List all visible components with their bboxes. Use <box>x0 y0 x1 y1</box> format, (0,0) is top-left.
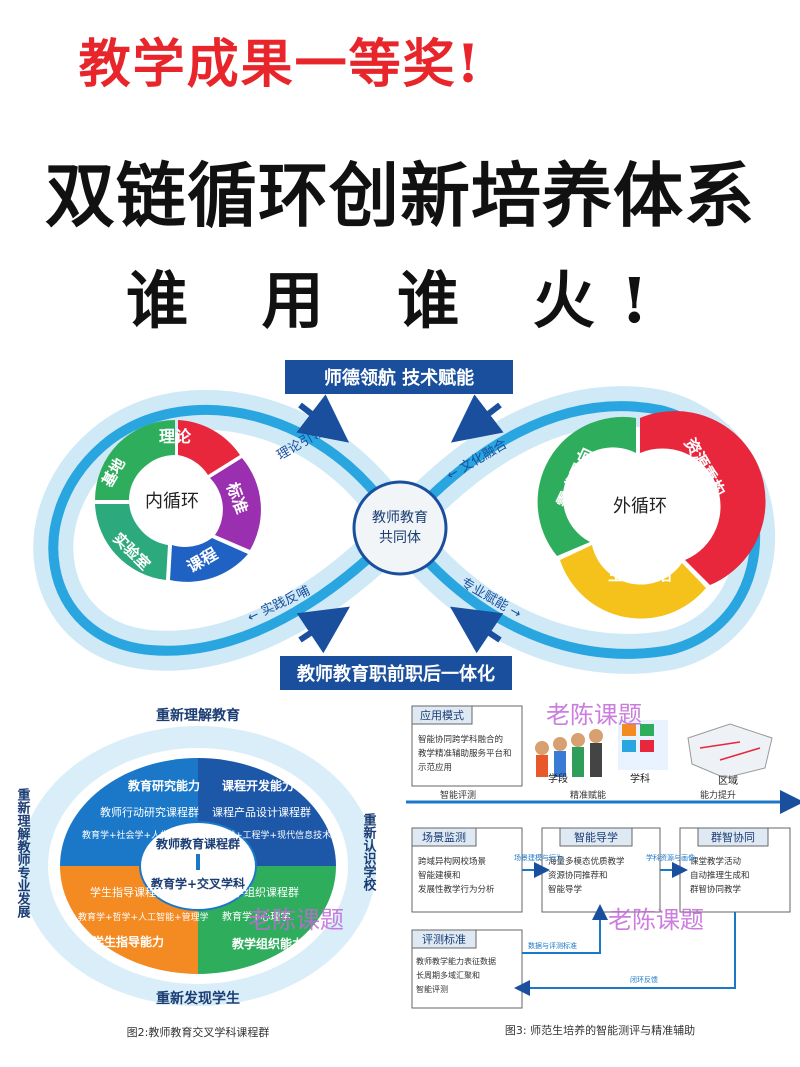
center-circle <box>352 480 448 576</box>
fig3-label-stage: 学段 <box>548 772 568 785</box>
fig2-caption: 图2:教师教育交叉学科课程群 <box>127 1025 270 1039</box>
fig3-label-subject: 学科 <box>630 772 650 785</box>
fig3-box4-line2: 长周期多域汇聚和 <box>416 970 480 980</box>
fig3-arrow-3: 能力提升 <box>700 789 736 801</box>
fig2-ring-right: 重新认识学校 <box>361 812 377 892</box>
outer-cycle-label: 外循环 <box>613 496 667 517</box>
fig2-center-formula: 教育学+交叉学科 <box>150 876 245 891</box>
fig3-label-region: 区域 <box>718 774 738 787</box>
fig2-q2-title: 课程开发能力 <box>222 778 294 793</box>
top-banner <box>285 360 513 394</box>
fig3-box4-line3: 智能评测 <box>416 984 448 994</box>
fig3-box4-line1: 教师教学能力表征数据 <box>416 956 496 966</box>
fig3-app-line2: 教学精准辅助服务平台和 <box>418 748 512 759</box>
page-title: 双链循环创新培养体系 <box>45 155 755 237</box>
figure-3-diagram: 应用模式 智能协同跨学科融合的 教学精准辅助服务平台和 示范应用 学段 学科 区… <box>406 705 800 1037</box>
bottom-banner <box>280 656 512 690</box>
fig3-box1-line2: 智能建模和 <box>418 870 461 881</box>
double-loop-diagram: 师德领航 技术赋能 教师教育职前职后一体化 理论引领 → ← 文化融合 ← 实践… <box>33 360 776 690</box>
fig3-box1-line1: 跨域异构网校场景 <box>418 856 486 867</box>
fig2-q4-title: 教学组织能力 <box>231 936 304 951</box>
fig3-small-3: 数据与评测标准 <box>528 941 577 950</box>
fig2-ring-left: 重新理解教师专业发展 <box>15 787 32 919</box>
fig2-q3-body: 学生指导课程群 <box>90 885 167 899</box>
page-subtitle: 谁 用 谁 火! <box>126 264 674 337</box>
fig3-box3-line2: 自动推理生成和 <box>690 870 750 881</box>
figure-2-diagram: 教师教育课程群 教育学+交叉学科 教育研究能力 教师行动研究课程群 教育学+社会… <box>15 707 377 1039</box>
fig3-caption: 图3: 师范生培养的智能测评与精准辅助 <box>505 1023 695 1037</box>
bottom-banner-text: 教师教育职前职后一体化 <box>297 663 495 685</box>
fig2-q4-body: 教学组织课程群 <box>222 885 299 899</box>
students-illustration <box>535 729 603 777</box>
subjects-illustration <box>618 720 668 770</box>
fig3-app-line1: 智能协同跨学科融合的 <box>418 734 503 745</box>
fig2-q1-title: 教育研究能力 <box>127 778 200 793</box>
fig2-q3-sub: 教育学+哲学+人工智能+管理学 <box>78 911 209 923</box>
center-text-2: 共同体 <box>379 530 421 546</box>
top-banner-text: 师德领航 技术赋能 <box>324 367 474 389</box>
fig3-box3-title: 群智协同 <box>711 830 755 844</box>
fig3-app-line3: 示范应用 <box>418 762 452 773</box>
inner-cycle-label: 内循环 <box>145 491 199 512</box>
fig3-box2-line1: 海量多模态优质教学 <box>548 856 625 867</box>
fig3-box1-title: 场景监测 <box>422 830 466 844</box>
fig3-box2-line3: 智能导学 <box>548 884 583 895</box>
fig3-box3-line1: 课堂教学活动 <box>690 856 742 867</box>
fig2-ring-top: 重新理解教育 <box>156 707 240 724</box>
region-map-illustration <box>687 723 773 779</box>
fig3-box4-title: 评测标准 <box>422 932 466 946</box>
fig3-box2-title: 智能导学 <box>574 830 618 844</box>
fig2-q1-sub: 教育学+社会学+人类学+统计学 <box>82 829 213 841</box>
watermark: 老陈课题 <box>546 701 642 729</box>
fig2-ring-bottom: 重新发现学生 <box>156 990 240 1007</box>
center-text-1: 教师教育 <box>372 510 428 526</box>
fig3-small-1: 场景建模与行为 <box>514 853 563 862</box>
fig2-q3-title: 学生指导能力 <box>92 934 164 949</box>
watermark: 老陈课题 <box>248 906 344 934</box>
fig2-q2-body: 课程产品设计课程群 <box>212 805 311 819</box>
fig3-arrow-2: 精准赋能 <box>570 789 606 801</box>
watermark: 老陈课题 <box>608 906 704 934</box>
fig3-small-4: 闭环反馈 <box>630 975 658 984</box>
segment-theory: 理论 <box>159 427 192 446</box>
fig3-box3-line3: 群智协同教学 <box>690 884 742 895</box>
fig2-center-title: 教师教育课程群 <box>155 836 240 851</box>
fig2-q1-body: 教师行动研究课程群 <box>100 805 199 819</box>
inner-cycle-ring <box>95 420 261 582</box>
outer-cycle-ring <box>537 410 766 619</box>
fig3-box1-line3: 发展性教学行为分析 <box>418 884 495 895</box>
fig2-q4-sub: 教育学+心理学 <box>222 910 290 923</box>
fig3-box2-line2: 资源协同推荐和 <box>548 870 608 881</box>
fig3-arrow-1: 智能评测 <box>440 789 476 801</box>
award-title: 教学成果一等奖! <box>78 34 482 95</box>
fig2-q2-sub: 教育学+工程学+现代信息技术 <box>208 829 331 841</box>
fig3-app-title: 应用模式 <box>420 708 464 722</box>
segment-activate: 主体激活 <box>608 565 672 584</box>
fig3-small-2: 学科资源与画像 <box>646 853 695 862</box>
